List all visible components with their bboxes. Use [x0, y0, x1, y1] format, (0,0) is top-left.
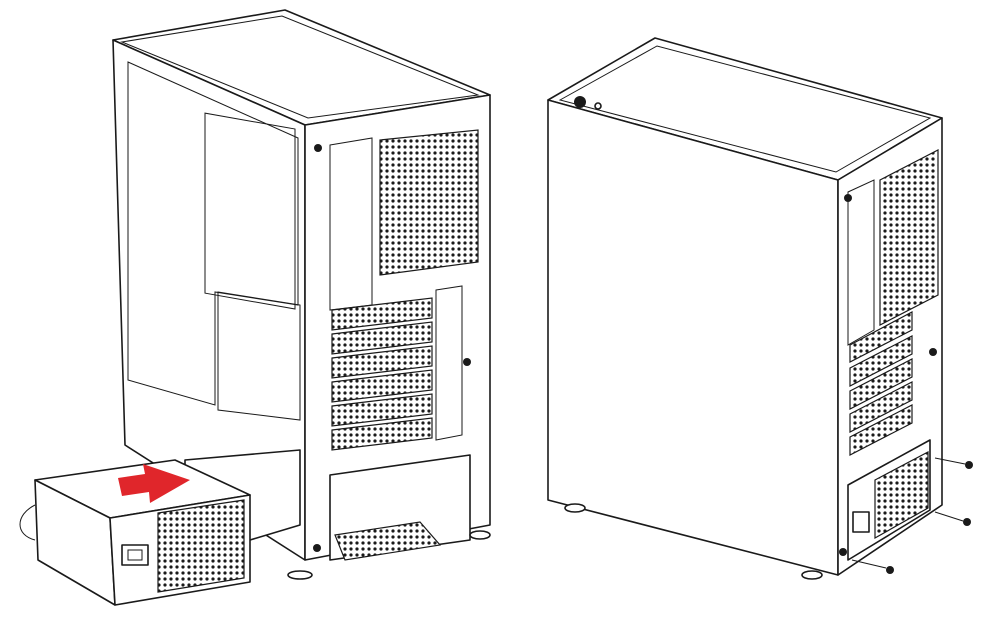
- screw-icon: [851, 559, 894, 574]
- pci-slot-covers: [331, 297, 433, 451]
- top-fan-mesh: [379, 129, 479, 276]
- open-case: [112, 9, 491, 580]
- closed-case: [547, 37, 943, 580]
- arrow-right-icon: [118, 464, 190, 503]
- screw-icon: [934, 457, 973, 469]
- power-supply-unit: [19, 459, 251, 606]
- psu-power-socket: [121, 544, 149, 566]
- right-pci-slot-covers: [849, 311, 913, 456]
- right-case-side-panel: [547, 99, 839, 576]
- psu-vent-mesh: [157, 499, 245, 593]
- screw-icon: [934, 511, 971, 526]
